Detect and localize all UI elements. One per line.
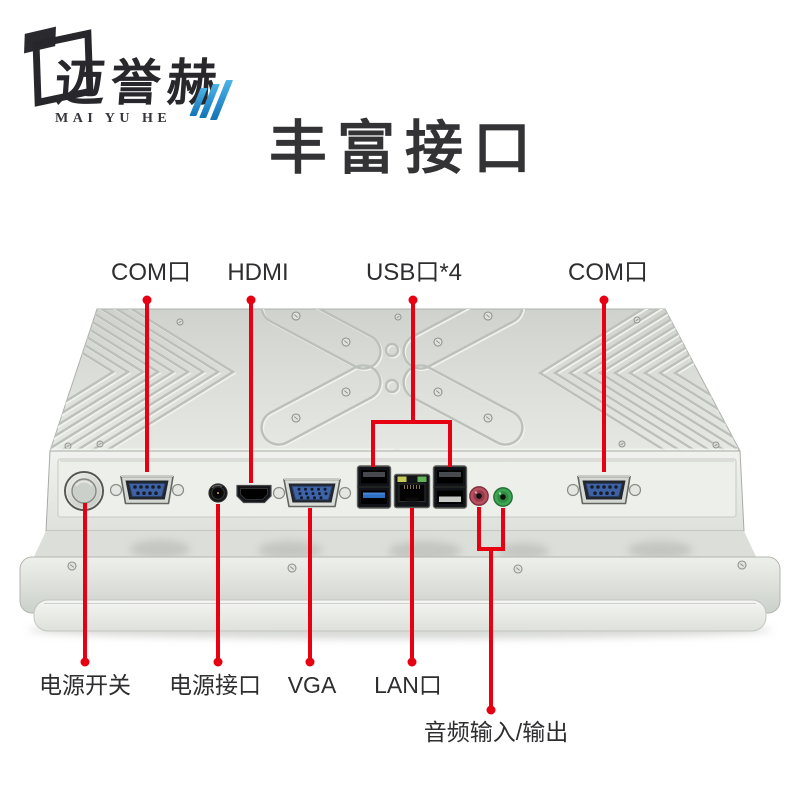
lan-port (393, 473, 431, 509)
callout-line-audio (477, 507, 505, 715)
io-ports (64, 465, 642, 511)
callout-label-lan: LAN口 (374, 672, 442, 698)
callout-label-audio: 音频输入/输出 (423, 719, 569, 745)
audio-out-jack (492, 486, 514, 508)
callout-line-power-switch (80, 503, 90, 667)
callout-line-vga (305, 508, 315, 667)
callout-label-vga: VGA (287, 672, 337, 698)
port-shadows (130, 540, 692, 561)
callout-line-lan (407, 508, 417, 667)
dc-power-jack (208, 483, 228, 503)
callout-label-com-left: COM口 (111, 259, 191, 286)
callout-label-com-right: COM口 (568, 259, 648, 286)
brand-name-en: MAI YU HE (55, 111, 172, 126)
callout-label-hdmi: HDMI (227, 259, 289, 286)
callout-lines (80, 295, 609, 715)
callout-line-hdmi (246, 295, 256, 483)
vga-port (272, 478, 352, 508)
hdmi-port (236, 484, 272, 504)
callout-line-power-input (213, 504, 223, 667)
page-title: 丰富接口 (268, 116, 541, 181)
callout-label-power-input: 电源接口 (169, 672, 261, 698)
chassis (19, 308, 781, 639)
usb-dual-port-usb2 (432, 465, 468, 509)
front-bezel-lip (33, 599, 767, 632)
audio-in-jack (468, 485, 490, 507)
callout-label-usb: USB口*4 (365, 259, 463, 286)
callout-line-com-left (142, 295, 152, 472)
brand-logo: 迈誉赫 MAI YU HE (24, 26, 245, 130)
callout-line-usb (371, 295, 452, 467)
callout-label-power-switch: 电源开关 (39, 672, 131, 698)
callout-line-com-right (599, 295, 609, 472)
usb-dual-port-usb3 (356, 465, 392, 509)
